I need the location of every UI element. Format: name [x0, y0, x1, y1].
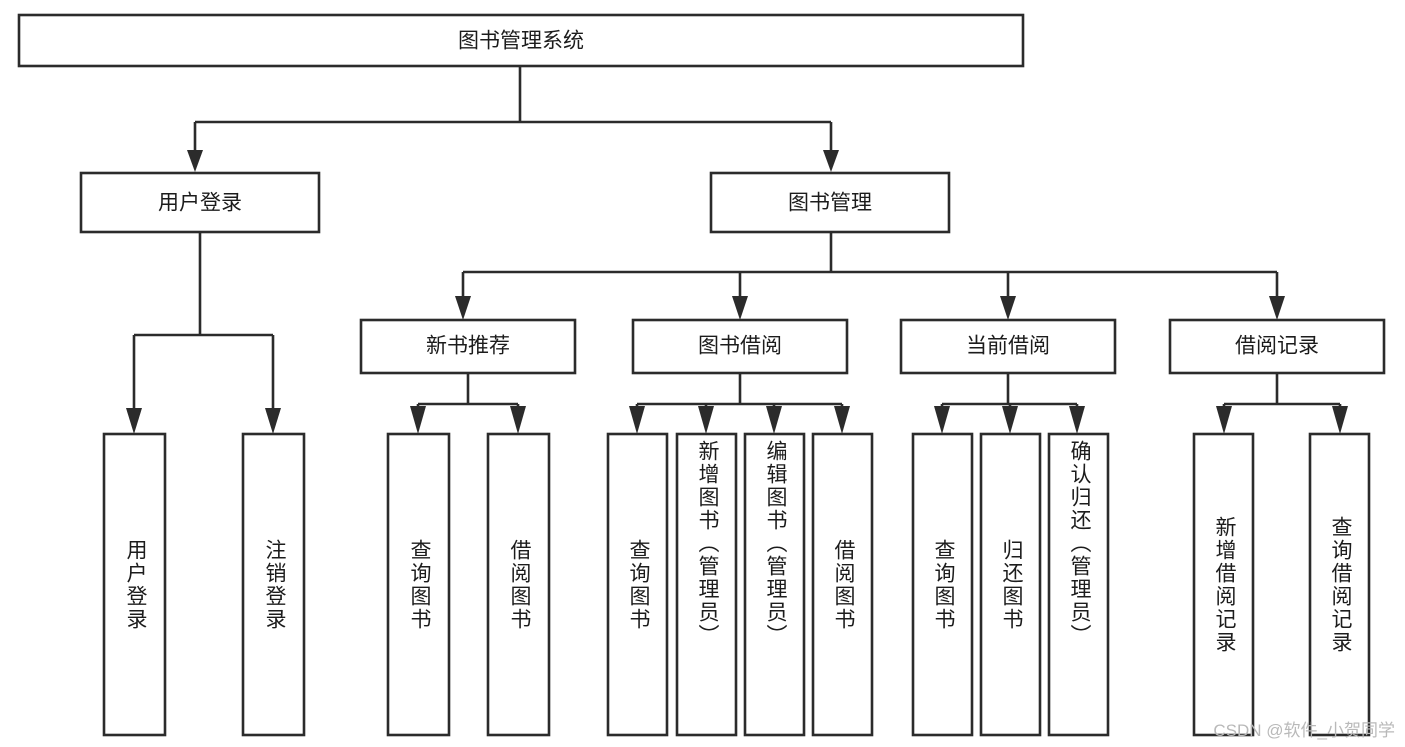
- node-book-manage-label: 图书管理: [788, 192, 872, 215]
- leaf-node-add-record-box: [1192, 432, 1255, 737]
- leaf-node-confirm-return[interactable]: [1047, 432, 1110, 737]
- leaf-node-logout-box: [241, 432, 306, 737]
- node-new-book-recommend[interactable]: 新书推荐: [359, 318, 577, 375]
- node-new-book-recommend-box: [359, 318, 577, 375]
- node-current-borrow[interactable]: 当前借阅: [899, 318, 1117, 375]
- leaf-node-user-login-box: [102, 432, 167, 737]
- leaf-node-query-book-b-box: [606, 432, 669, 737]
- arrowhead-current-borrow: [1000, 296, 1016, 320]
- edges-book-manage-to-level3: [455, 232, 1285, 320]
- node-borrow-record-label: 借阅记录: [1235, 335, 1319, 358]
- arrowhead-borrow-record: [1269, 296, 1285, 320]
- leaf-node-query-book-a-box: [386, 432, 451, 737]
- edges-root-to-level2: [187, 66, 839, 172]
- edges-user-login-to-leaves: [126, 232, 281, 434]
- node-current-borrow-box: [899, 318, 1117, 375]
- node-borrow-record-box: [1168, 318, 1386, 375]
- arrowhead-leaf-borrow-book-a: [510, 406, 526, 434]
- leaf-node-user-login[interactable]: [102, 432, 167, 737]
- arrowhead-book-borrow: [732, 296, 748, 320]
- leaf-node-query-record[interactable]: [1308, 432, 1371, 737]
- arrowhead-leaf-user-login: [126, 408, 142, 434]
- node-user-login[interactable]: 用户登录: [79, 171, 321, 234]
- leaf-node-query-book-c[interactable]: [911, 432, 974, 737]
- arrowhead-leaf-borrow-book-b: [834, 406, 850, 434]
- arrowhead-leaf-query-record: [1332, 406, 1348, 434]
- leaf-node-edit-book-box: [743, 432, 806, 737]
- leaf-node-confirm-return-box: [1047, 432, 1110, 737]
- leaf-node-query-record-box: [1308, 432, 1371, 737]
- node-book-manage-box: [709, 171, 951, 234]
- arrowhead-leaf-add-book: [698, 406, 714, 434]
- leaf-node-add-record[interactable]: [1192, 432, 1255, 737]
- leaf-node-query-book-b[interactable]: [606, 432, 669, 737]
- leaf-node-query-book-a[interactable]: [386, 432, 451, 737]
- arrowhead-leaf-edit-book: [766, 406, 782, 434]
- arrowhead-leaf-add-record: [1216, 406, 1232, 434]
- arrowhead-leaf-return-book: [1002, 406, 1018, 434]
- leaf-node-borrow-book-a[interactable]: [486, 432, 551, 737]
- node-user-login-label: 用户登录: [158, 192, 242, 215]
- edges-current-borrow-to-leaves: [934, 374, 1085, 434]
- arrowhead-leaf-query-book-a: [410, 406, 426, 434]
- leaf-node-return-book-box: [979, 432, 1042, 737]
- node-book-borrow[interactable]: 图书借阅: [631, 318, 849, 375]
- arrowhead-new-book-recommend: [455, 296, 471, 320]
- node-root-system[interactable]: 图书管理系统: [17, 13, 1025, 68]
- node-root-system-label: 图书管理系统: [458, 30, 584, 53]
- node-current-borrow-label: 当前借阅: [966, 335, 1050, 358]
- node-new-book-recommend-label: 新书推荐: [426, 335, 510, 358]
- leaf-node-add-book-box: [675, 432, 738, 737]
- edges-borrow-record-to-leaves: [1216, 374, 1348, 434]
- arrowhead-leaf-query-book-b: [629, 406, 645, 434]
- arrowhead-leaf-query-book-c: [934, 406, 950, 434]
- leaf-node-return-book[interactable]: [979, 432, 1042, 737]
- arrowhead-leaf-logout: [265, 408, 281, 434]
- leaf-node-borrow-book-b[interactable]: [811, 432, 874, 737]
- node-book-borrow-box: [631, 318, 849, 375]
- node-book-manage[interactable]: 图书管理: [709, 171, 951, 234]
- leaf-node-borrow-book-a-box: [486, 432, 551, 737]
- arrowhead-leaf-confirm-return: [1069, 406, 1085, 434]
- leaf-node-query-book-c-box: [911, 432, 974, 737]
- arrowhead-book-manage: [823, 150, 839, 172]
- node-user-login-box: [79, 171, 321, 234]
- leaf-node-logout[interactable]: [241, 432, 306, 737]
- leaf-node-add-book[interactable]: [675, 432, 738, 737]
- edges-new-book-to-leaves: [410, 374, 526, 434]
- node-root-system-box: [17, 13, 1025, 68]
- node-borrow-record[interactable]: 借阅记录: [1168, 318, 1386, 375]
- leaf-node-borrow-book-b-box: [811, 432, 874, 737]
- leaf-node-edit-book[interactable]: [743, 432, 806, 737]
- arrowhead-user-login: [187, 150, 203, 172]
- node-book-borrow-label: 图书借阅: [698, 335, 782, 358]
- edges-book-borrow-to-leaves: [629, 374, 850, 434]
